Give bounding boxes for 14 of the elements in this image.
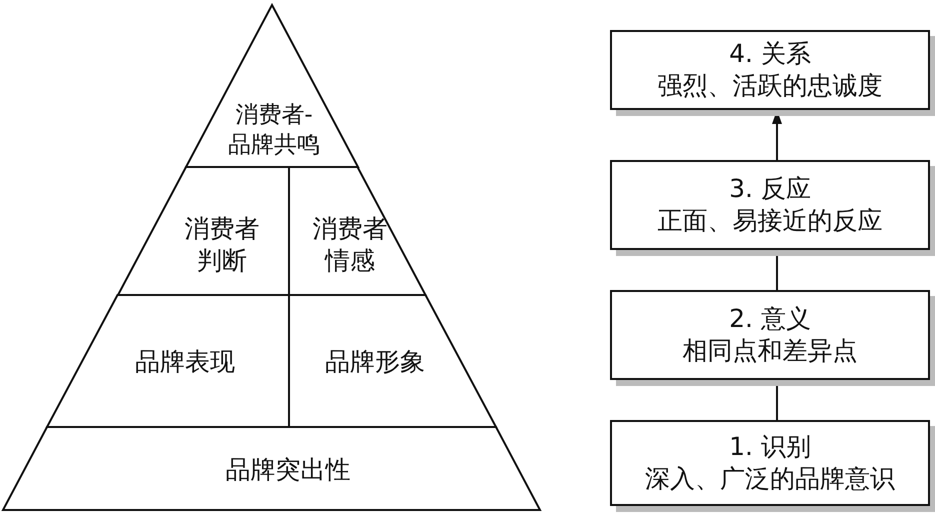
stage-heading: 2. 意义	[728, 303, 812, 335]
stage-heading: 3. 反应	[728, 173, 812, 205]
cell-label: 品牌表现	[134, 346, 236, 378]
stage-heading: 1. 识别	[728, 431, 812, 463]
stage-description: 正面、易接近的反应	[656, 205, 884, 237]
cell-label: 品牌突出性	[224, 454, 352, 486]
cell-label: 品牌形象	[324, 346, 426, 378]
cell-label: 消费者情感	[312, 213, 388, 277]
stage-description: 深入、广泛的品牌意识	[644, 463, 896, 495]
cell-label: 消费者判断	[184, 213, 260, 277]
stage-heading: 4. 关系	[728, 38, 812, 70]
cell-label: 消费者-品牌共鸣	[227, 101, 321, 160]
stage-description: 强烈、活跃的忠诚度	[656, 70, 884, 102]
stage-description: 相同点和差异点	[682, 335, 858, 367]
